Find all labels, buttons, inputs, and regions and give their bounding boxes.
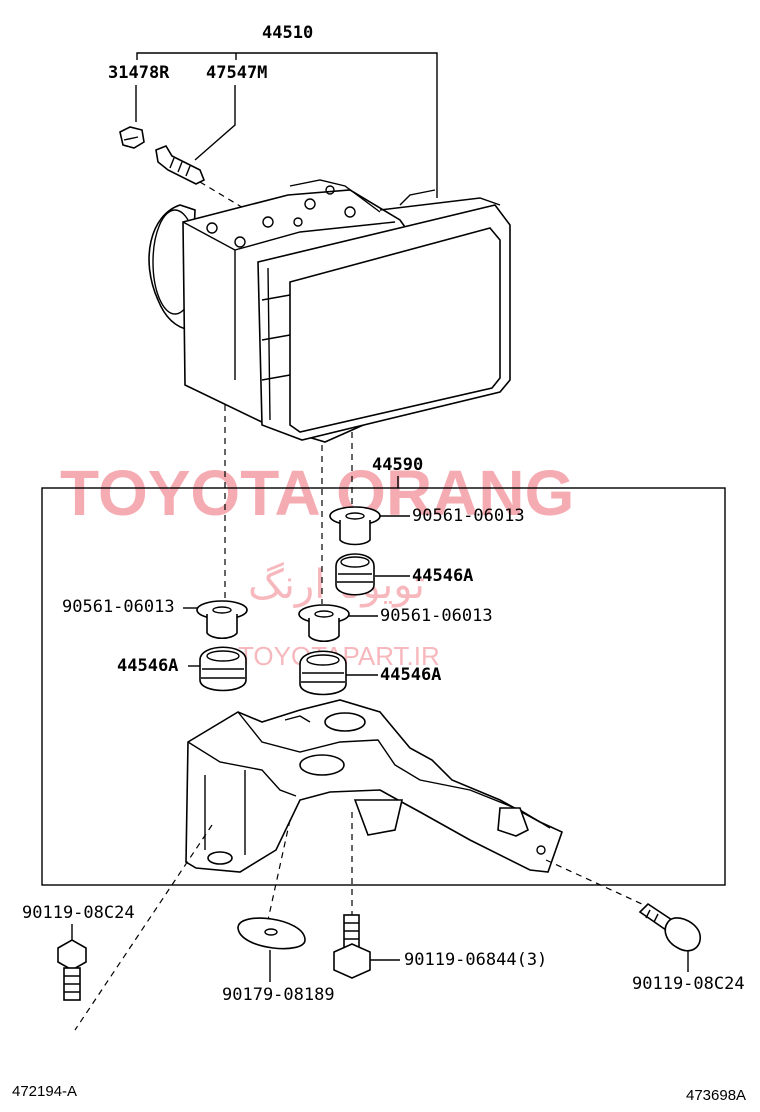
grommet-right — [298, 604, 350, 643]
label-44510[interactable]: 44510 — [262, 23, 313, 43]
label-cushion-left[interactable]: 44546A — [117, 656, 178, 676]
cushion-left — [199, 646, 247, 692]
label-grommet-left[interactable]: 90561-06013 — [62, 597, 175, 617]
cap-31478r — [119, 126, 145, 149]
label-cushion-top[interactable]: 44546A — [412, 566, 473, 586]
top-leaders — [135, 52, 438, 198]
label-cushion-right[interactable]: 44546A — [380, 665, 441, 685]
bolt-mid — [333, 914, 371, 979]
cushion-right — [299, 650, 347, 696]
label-47547m[interactable]: 47547M — [206, 63, 267, 83]
label-washer[interactable]: 90179-08189 — [222, 985, 335, 1005]
mounting-bracket — [185, 699, 563, 873]
bleeder-47547m — [155, 145, 206, 185]
bracket-group-box — [41, 487, 726, 886]
label-grommet-right[interactable]: 90561-06013 — [380, 606, 493, 626]
footer-right-code: 473698A — [686, 1087, 746, 1104]
label-grommet-top[interactable]: 90561-06013 — [412, 506, 525, 526]
label-bolt-left[interactable]: 90119-08C24 — [22, 903, 135, 923]
cushion-top — [335, 553, 375, 596]
label-31478r[interactable]: 31478R — [108, 63, 170, 83]
bolt-left — [57, 939, 87, 1001]
bottom-guides — [74, 812, 656, 1031]
footer-left-code: 472194-A — [12, 1083, 77, 1100]
abs-actuator — [148, 179, 511, 443]
washer — [237, 917, 306, 950]
bolt-right — [638, 902, 701, 952]
label-bolt-mid[interactable]: 90119-06844(3) — [404, 950, 547, 970]
label-bolt-right[interactable]: 90119-08C24 — [632, 974, 745, 994]
grommet-left — [196, 600, 248, 640]
label-44590[interactable]: 44590 — [372, 455, 423, 475]
actuator-guides — [224, 405, 353, 604]
watermark-main: TOYOTA ORANG — [60, 457, 574, 529]
